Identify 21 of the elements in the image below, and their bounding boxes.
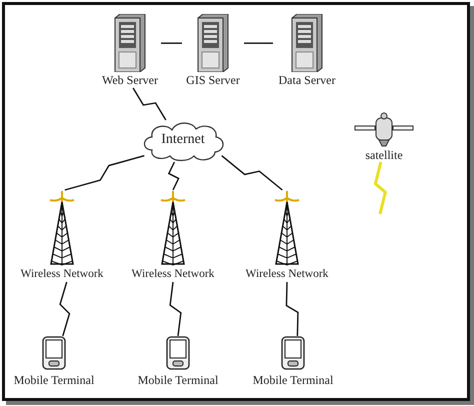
node-label: Wireless Network [20,268,104,281]
lightning-link [59,282,70,336]
lightning-link [169,282,182,336]
lightning-link [168,162,180,190]
lightning-link [374,162,388,214]
lightning-link [286,282,299,336]
network-line [161,42,182,44]
node-label: Mobile Terminal [252,374,334,387]
node-label: Wireless Network [130,268,216,281]
node-label: Mobile Terminal [12,374,96,387]
node-label: satellite [364,149,404,162]
network-line [244,42,273,44]
lightning-link [132,88,166,120]
node-label: Data Server [278,74,336,87]
lightning-link [64,155,144,191]
node-label: Web Server [100,74,159,87]
lightning-link [221,155,283,191]
node-label: GIS Server [185,74,241,87]
node-label: Wireless Network [244,268,330,281]
node-label: Mobile Terminal [136,374,220,387]
cloud-label: Internet [160,133,206,146]
